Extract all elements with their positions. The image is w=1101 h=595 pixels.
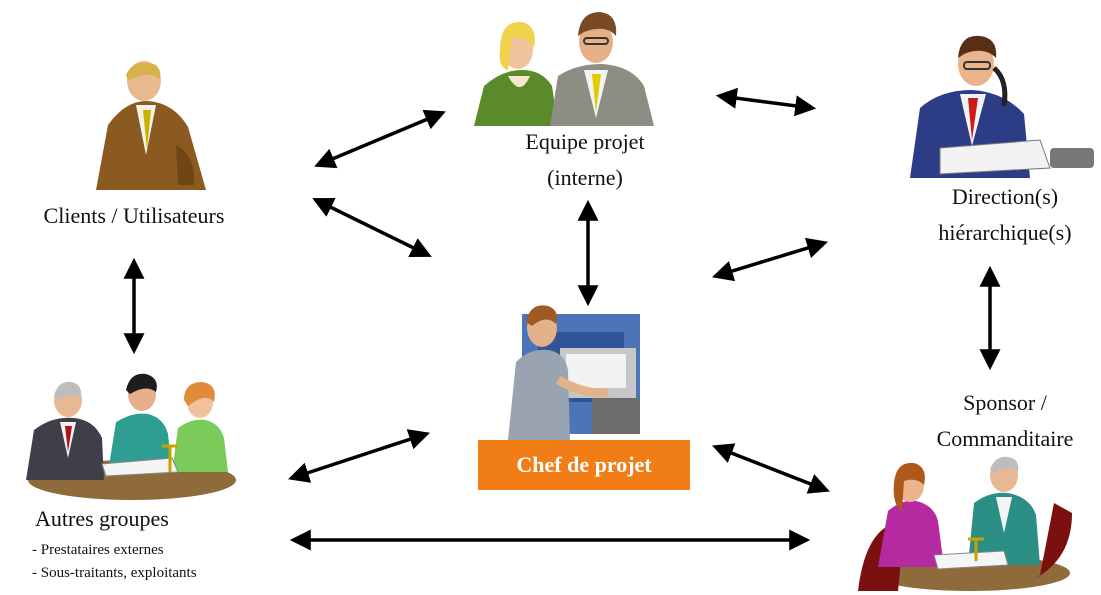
- arrow-equipe-direction: [715, 87, 817, 117]
- autres-label: Autres groupes: [35, 506, 169, 531]
- sponsor-label-line1: Sponsor /: [963, 390, 1047, 415]
- other-groups-meeting-icon: [26, 373, 236, 500]
- direction-label-line1: Direction(s): [951, 184, 1059, 209]
- arrow-autres-chef: [288, 429, 430, 483]
- arrow-clients-chef: [312, 197, 432, 258]
- sponsor-meeting-icon: [858, 456, 1072, 591]
- client-person-icon: [96, 61, 206, 190]
- director-icon: [910, 35, 1094, 178]
- autres-detail-2: - Sous-traitants, exploitants: [32, 565, 197, 581]
- sponsor-label-line2: Commanditaire: [936, 426, 1074, 451]
- equipe-label-line1: Equipe projet: [525, 129, 645, 154]
- direction-label-line2: hiérarchique(s): [938, 220, 1072, 245]
- project-manager-icon: [508, 305, 640, 440]
- arrow-clients-equipe: [314, 109, 446, 169]
- autres-detail-1: - Prestataires externes: [32, 542, 164, 558]
- chef-label: Chef de projet: [516, 452, 652, 477]
- arrow-chef-direction: [711, 237, 829, 282]
- chef-label-box: Chef de projet: [478, 440, 690, 490]
- equipe-label-line2: (interne): [547, 165, 623, 190]
- project-team-icon: [474, 12, 654, 126]
- clients-label: Clients / Utilisateurs: [43, 203, 225, 228]
- arrow-chef-sponsor: [712, 443, 830, 494]
